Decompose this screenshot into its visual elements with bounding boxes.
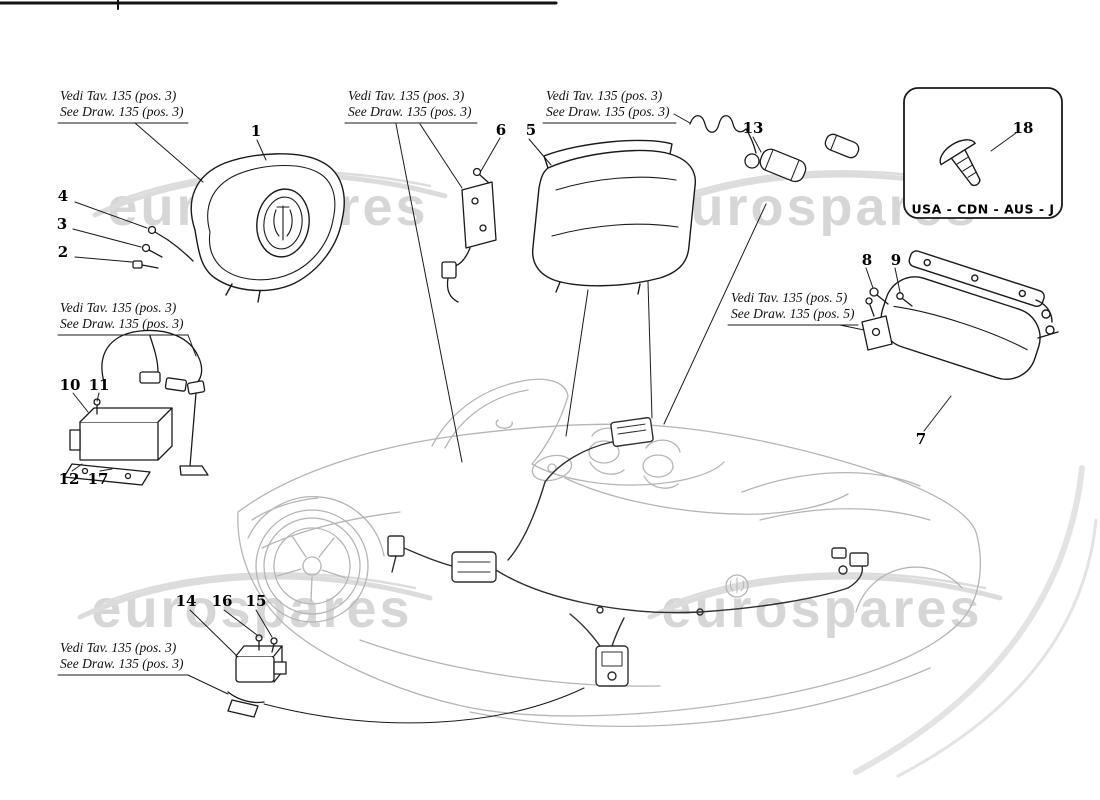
fastener-18-box	[903, 87, 1063, 219]
car-outline-drawing	[237, 378, 981, 728]
wiring-harness-drawing	[387, 417, 869, 687]
part-number-5: 5	[525, 121, 537, 139]
callout-line-italian: Vedi Tav. 135 (pos. 3)	[60, 640, 177, 655]
callout-line-english: See Draw. 135 (pos. 3)	[60, 104, 184, 119]
side-airbag-drawing	[880, 250, 1059, 380]
driver-airbag-drawing	[190, 153, 345, 303]
part-number-3: 3	[56, 215, 68, 233]
reference-callout-top-left: Vedi Tav. 135 (pos. 3) See Draw. 135 (po…	[60, 88, 183, 120]
callout-line-english: See Draw. 135 (pos. 3)	[546, 104, 670, 119]
driver-airbag-fasteners	[132, 225, 194, 269]
side-airbag-bracket-screws	[861, 287, 913, 351]
callout-line-italian: Vedi Tav. 135 (pos. 3)	[60, 88, 177, 103]
reference-callout-bottom-left: Vedi Tav. 135 (pos. 3) See Draw. 135 (po…	[60, 640, 183, 672]
callout-line-italian: Vedi Tav. 135 (pos. 5)	[731, 290, 848, 305]
part-number-9: 9	[890, 251, 902, 269]
passenger-airbag-bracket	[441, 167, 497, 303]
part-number-11: 11	[88, 376, 110, 394]
callout-line-english: See Draw. 135 (pos. 3)	[60, 656, 184, 671]
leader-lines	[57, 113, 1017, 724]
part-number-18: 18	[1012, 119, 1034, 137]
part-number-7: 7	[915, 430, 927, 448]
part-number-15: 15	[245, 592, 267, 610]
part-number-8: 8	[861, 251, 873, 269]
part-number-4: 4	[57, 187, 69, 205]
reference-callout-mid-right: Vedi Tav. 135 (pos. 5) See Draw. 135 (po…	[731, 290, 854, 322]
part-number-12: 12	[58, 470, 80, 488]
callout-line-english: See Draw. 135 (pos. 5)	[731, 306, 855, 321]
part-number-6: 6	[495, 121, 507, 139]
callout-line-italian: Vedi Tav. 135 (pos. 3)	[60, 300, 177, 315]
market-label: USA - CDN - AUS - J	[911, 201, 1055, 217]
part-number-1: 1	[250, 122, 262, 140]
callout-line-italian: Vedi Tav. 135 (pos. 3)	[348, 88, 465, 103]
passenger-airbag-drawing	[531, 139, 697, 295]
callout-line-italian: Vedi Tav. 135 (pos. 3)	[546, 88, 663, 103]
reference-callout-top-right: Vedi Tav. 135 (pos. 3) See Draw. 135 (po…	[546, 88, 669, 120]
reference-callout-top-middle: Vedi Tav. 135 (pos. 3) See Draw. 135 (po…	[348, 88, 471, 120]
ecu-module-drawing	[63, 329, 209, 486]
page-edge-marks	[0, 0, 558, 10]
crash-sensor-drawing	[227, 634, 287, 718]
callout-line-english: See Draw. 135 (pos. 3)	[348, 104, 472, 119]
fastener-18-drawing	[939, 139, 981, 187]
part-number-16: 16	[211, 592, 233, 610]
part-number-14: 14	[175, 592, 197, 610]
part-number-2: 2	[57, 243, 69, 261]
part-number-17: 17	[87, 470, 109, 488]
reference-callout-mid-left: Vedi Tav. 135 (pos. 3) See Draw. 135 (po…	[60, 300, 183, 332]
key-switch-drawing	[689, 115, 860, 183]
part-number-10: 10	[59, 376, 81, 394]
callout-line-english: See Draw. 135 (pos. 3)	[60, 316, 184, 331]
part-number-13: 13	[742, 119, 764, 137]
